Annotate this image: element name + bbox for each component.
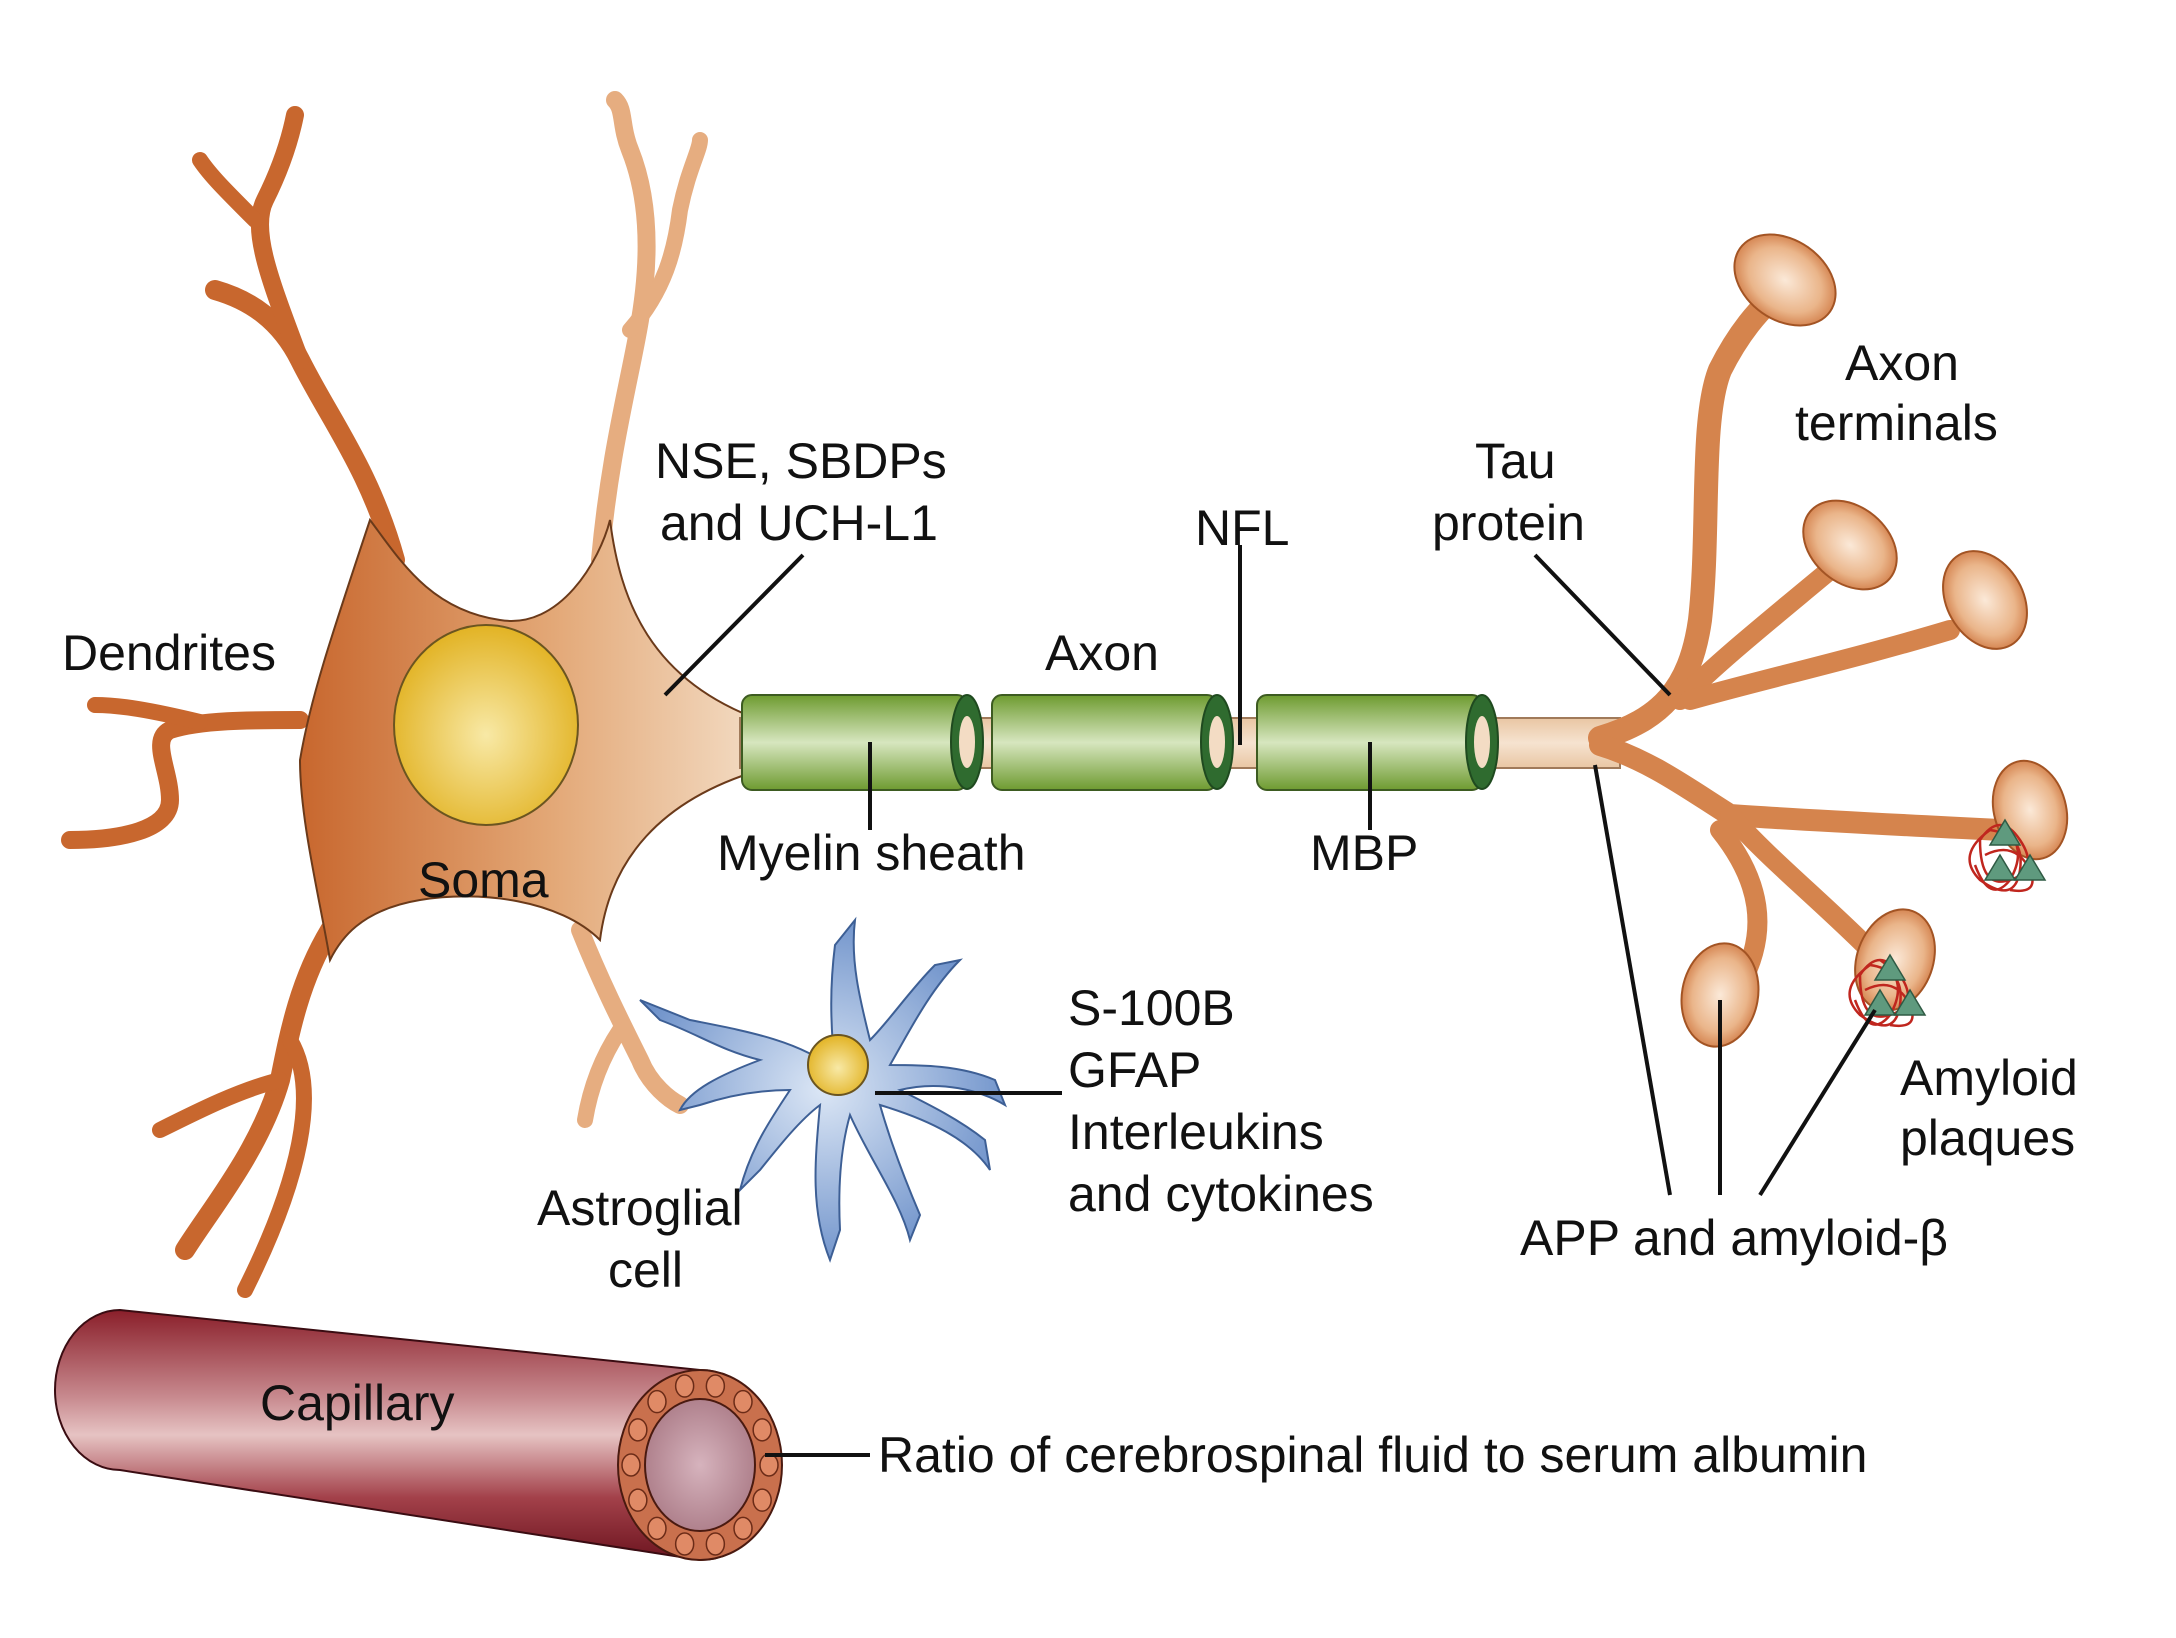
endothelial-cell (752, 1418, 772, 1442)
dendrite-lower-right-branch (577, 1022, 628, 1128)
endothelial-cell (628, 1418, 648, 1442)
endothelial-cell (705, 1374, 726, 1398)
leader-lines (663, 545, 1877, 1457)
axon (739, 694, 1621, 791)
astrocyte-nucleus (807, 1034, 869, 1096)
endothelial-cell (733, 1389, 753, 1414)
endothelial-cell (647, 1389, 667, 1414)
label-nse-1: NSE, SBDPs (655, 433, 947, 489)
capillary (54, 1308, 783, 1562)
axon-terminals (1588, 288, 2011, 995)
label-ratio: Ratio of cerebrospinal fluid to serum al… (878, 1427, 1867, 1483)
dendrite-lower-left-branch2 (237, 1032, 312, 1298)
label-tau-2: protein (1432, 495, 1585, 551)
bouton-6 (1680, 942, 1760, 1048)
leader-tau (1533, 553, 1672, 697)
terminal-branch-5 (1720, 805, 1880, 960)
leader-nse (663, 553, 805, 697)
label-myelin: Myelin sheath (717, 825, 1026, 881)
terminal-branch-1 (1588, 288, 1782, 750)
label-dendrites: Dendrites (62, 625, 276, 681)
labels: Dendrites Soma NSE, SBDPs and UCH-L1 Axo… (62, 335, 2078, 1483)
bouton-3 (1942, 550, 2028, 650)
myelin-segment-3 (1256, 694, 1499, 791)
dendrite-left-twig (87, 697, 208, 730)
endothelial-cell (674, 1532, 695, 1556)
dendrite-upper-left-branch (250, 106, 309, 369)
leader-app-3 (1758, 1008, 1877, 1197)
endothelial-cell (647, 1516, 667, 1541)
label-astro-2: cell (608, 1242, 683, 1298)
label-terminals-2: terminals (1795, 395, 1998, 451)
terminal-branch-3 (1680, 620, 1960, 710)
astroglial-cell (639, 916, 1008, 1263)
dendrite-left (61, 711, 309, 849)
dendrite-upper-right-branch (622, 132, 708, 338)
label-mbp: MBP (1310, 825, 1418, 881)
endothelial-cell (752, 1488, 772, 1512)
dendrite-lower-left-branch (152, 1072, 288, 1138)
label-glia-marker-2: GFAP (1068, 1042, 1201, 1098)
amyloid-plaque-2 (1848, 953, 1927, 1028)
amyloid-plaque-1 (1968, 818, 2047, 893)
dendrite-lower-right (571, 921, 689, 1114)
myelin-segment-1 (741, 694, 984, 791)
endothelial-cell (674, 1374, 695, 1398)
label-glia-marker-4: and cytokines (1068, 1166, 1374, 1222)
myelin-segment-2 (991, 694, 1234, 791)
label-tau-1: Tau (1475, 433, 1556, 489)
endothelial-cell (759, 1453, 779, 1477)
dendrite-upper-left-twig (192, 152, 263, 228)
bouton-2 (1802, 499, 1898, 591)
label-glia-marker-3: Interleukins (1068, 1104, 1324, 1160)
terminal-branch-2 (1670, 560, 1840, 710)
label-nse-2: and UCH-L1 (660, 495, 938, 551)
label-amyloid-2: plaques (1900, 1110, 2075, 1166)
dendrite-upper-left (205, 280, 405, 570)
dendrite-upper-right (591, 91, 656, 569)
leader-app-1 (1593, 764, 1672, 1196)
label-terminals-1: Axon (1845, 335, 1959, 391)
endothelial-cell (705, 1532, 726, 1556)
label-amyloid-1: Amyloid (1900, 1050, 2078, 1106)
label-capillary: Capillary (260, 1375, 455, 1431)
endothelial-cell (628, 1488, 648, 1512)
label-nfl: NFL (1195, 500, 1289, 556)
bouton-1 (1733, 233, 1837, 327)
label-app: APP and amyloid-β (1520, 1210, 1948, 1266)
label-glia-marker-1: S-100B (1068, 980, 1235, 1036)
endothelial-cell (733, 1516, 753, 1541)
terminal-branch-4 (1589, 734, 2011, 841)
capillary-lumen (644, 1398, 756, 1532)
endothelial-cells (621, 1374, 779, 1556)
soma-nucleus (393, 624, 579, 826)
label-axon: Axon (1045, 625, 1159, 681)
label-soma: Soma (418, 852, 549, 908)
endothelial-cell (621, 1453, 641, 1477)
label-astro-1: Astroglial (537, 1180, 743, 1236)
dendrites (61, 91, 708, 1298)
